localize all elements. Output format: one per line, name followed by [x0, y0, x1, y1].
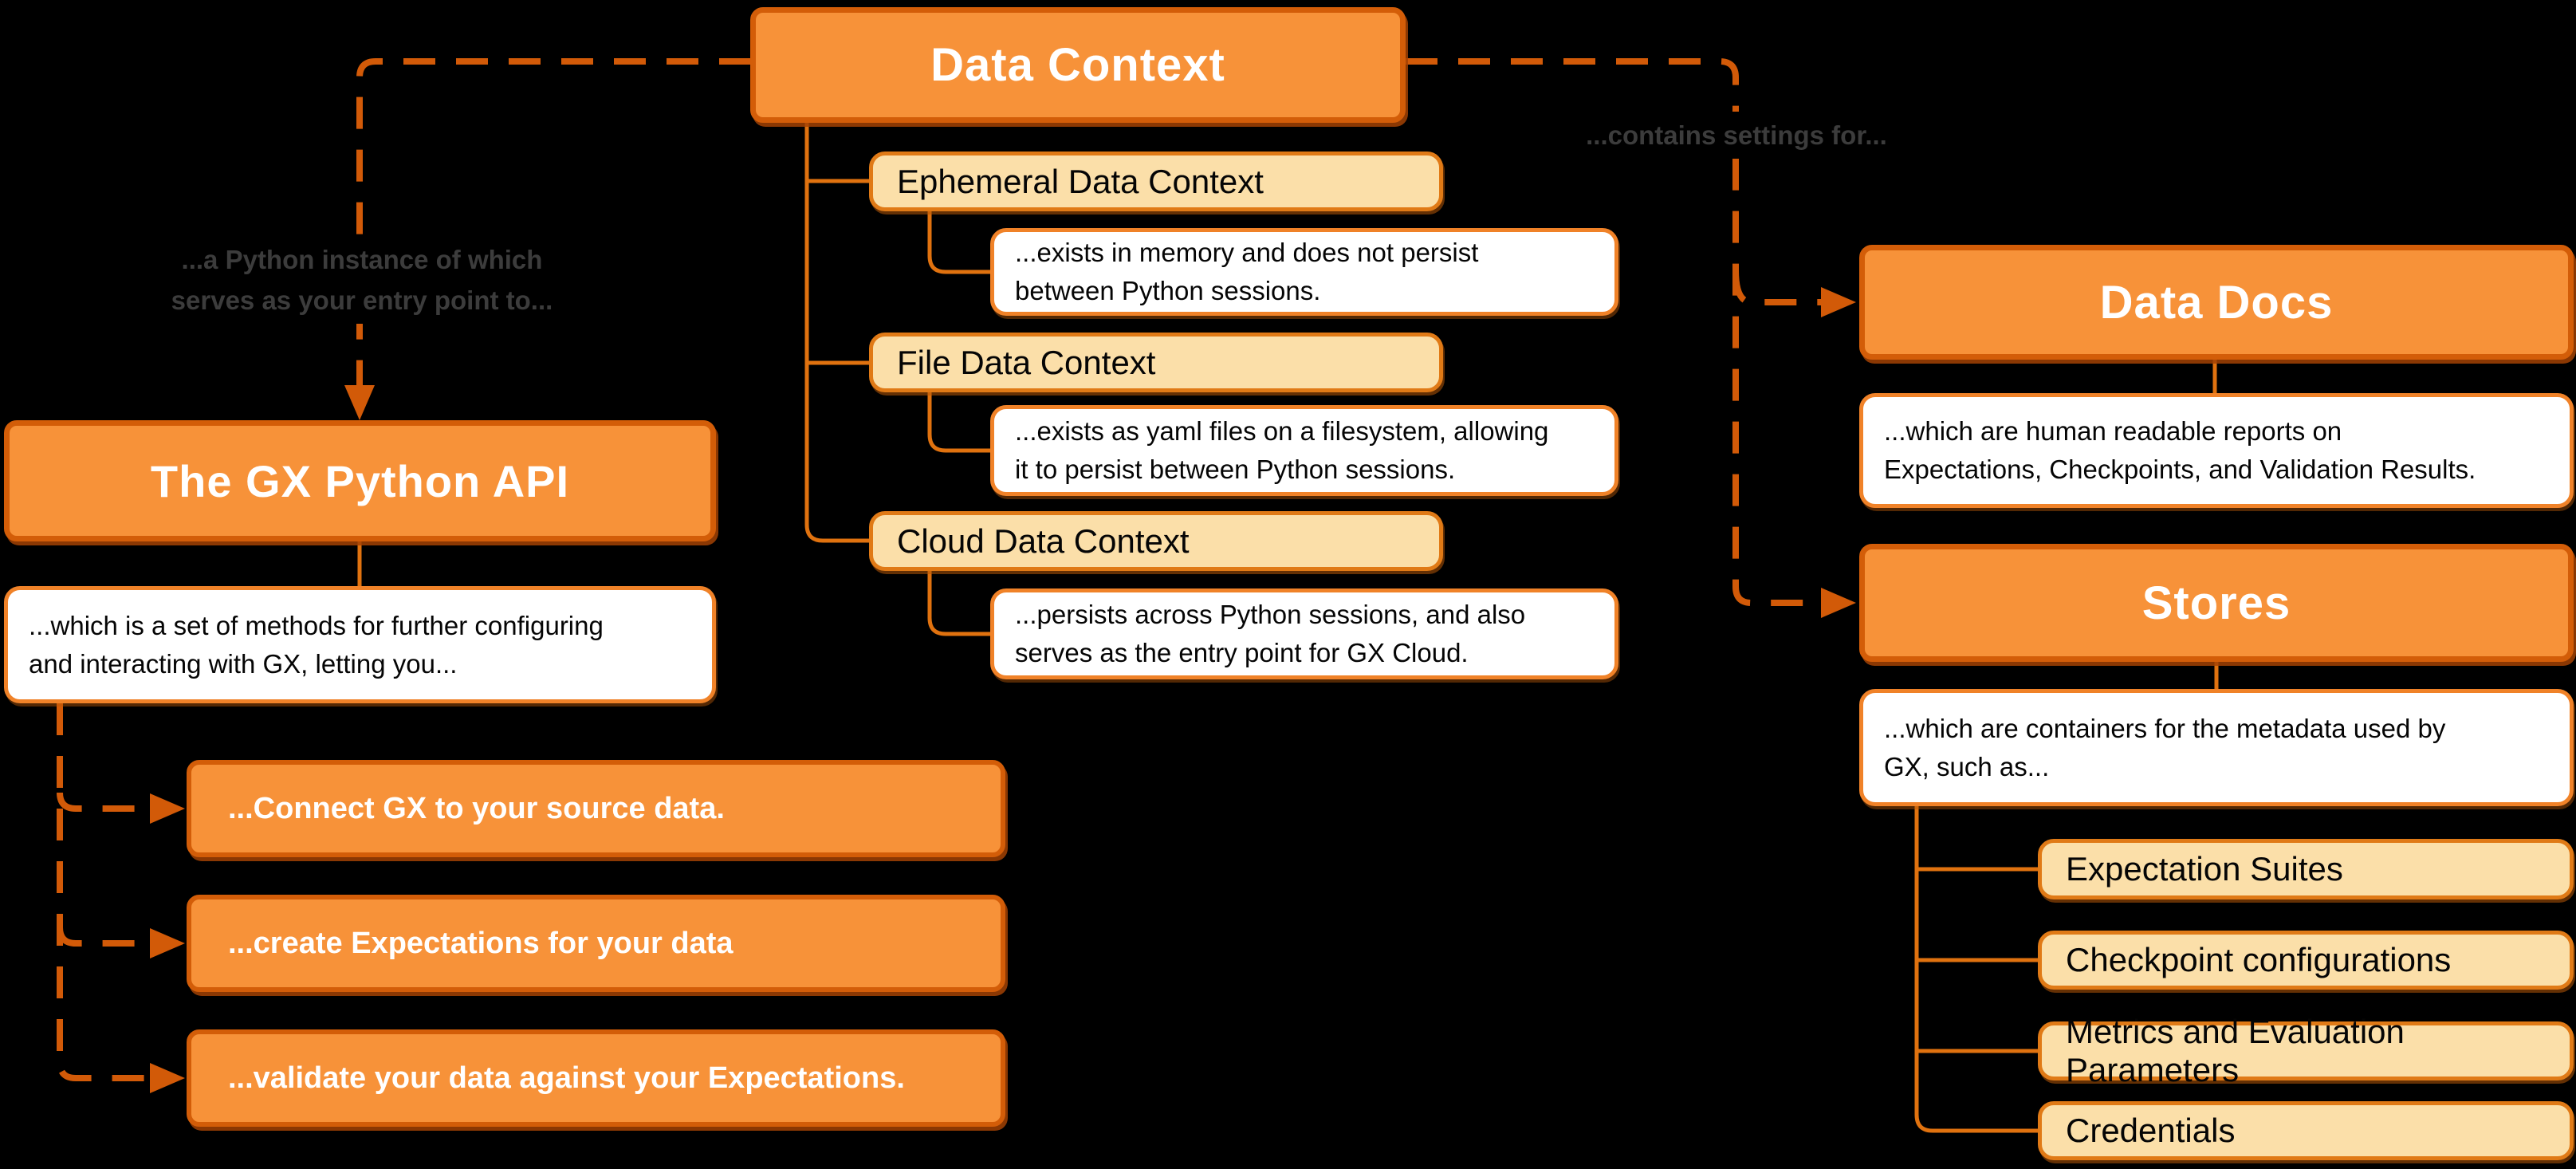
- gx-api-desc-text: ...which is a set of methods for further…: [29, 610, 604, 679]
- connector-file-desc: [927, 392, 990, 453]
- action-validate-label: ...validate your data against your Expec…: [228, 1061, 905, 1095]
- node-checkpoint-configurations: Checkpoint configurations: [2038, 931, 2574, 990]
- ephemeral-label: Ephemeral Data Context: [897, 162, 1264, 200]
- store-items-tree: [1914, 806, 2038, 1133]
- action-connect-label: ...Connect GX to your source data.: [228, 791, 725, 825]
- node-gx-python-api: The GX Python API: [4, 420, 716, 541]
- node-ephemeral-desc: ...exists in memory and does not persist…: [990, 228, 1618, 316]
- arrowhead-right-validate: [150, 1063, 185, 1093]
- node-action-connect: ...Connect GX to your source data.: [187, 760, 1005, 857]
- node-file-data-context: File Data Context: [869, 333, 1443, 392]
- node-expectation-suites: Expectation Suites: [2038, 839, 2574, 899]
- node-stores-desc: ...which are containers for the metadata…: [1859, 689, 2574, 806]
- gx-api-title: The GX Python API: [150, 455, 570, 506]
- file-desc-text: ...exists as yaml files on a filesystem,…: [1015, 416, 1549, 484]
- credentials-label: Credentials: [2066, 1112, 2236, 1149]
- stores-title: Stores: [2141, 577, 2291, 629]
- dashed-path-create: [57, 927, 148, 947]
- expectation-suites-label: Expectation Suites: [2066, 850, 2343, 888]
- metrics-evaluation-parameters-label: Metrics and Evaluation Parameters: [2066, 1013, 2405, 1088]
- edge-label-contains-settings: ...contains settings for...: [1553, 112, 1920, 159]
- data-docs-desc-text: ...which are human readable reports on E…: [1884, 416, 2476, 484]
- connector-trunk-context: [804, 123, 869, 543]
- cloud-desc-text: ...persists across Python sessions, and …: [1015, 600, 1526, 667]
- connector-trunk-stores: [1914, 806, 2038, 1133]
- node-cloud-data-context: Cloud Data Context: [869, 511, 1443, 571]
- file-label: File Data Context: [897, 343, 1156, 381]
- dashed-path-stores: [1406, 58, 1821, 606]
- node-ephemeral-data-context: Ephemeral Data Context: [869, 152, 1443, 211]
- checkpoint-configurations-label: Checkpoint configurations: [2066, 941, 2452, 978]
- node-credentials: Credentials: [2038, 1101, 2574, 1160]
- dashed-path-connect: [57, 792, 148, 812]
- ephemeral-desc-text: ...exists in memory and does not persist…: [1015, 238, 1479, 305]
- node-file-desc: ...exists as yaml files on a filesystem,…: [990, 405, 1618, 496]
- arrowhead-right-connect: [150, 793, 185, 824]
- connector-cloud-desc: [927, 571, 990, 636]
- data-docs-title: Data Docs: [2099, 276, 2334, 329]
- dashed-settings-connector: [1406, 58, 1856, 618]
- data-context-title: Data Context: [930, 39, 1225, 91]
- stores-desc-text: ...which are containers for the metadata…: [1884, 713, 2446, 781]
- action-create-label: ...create Expectations for your data: [228, 926, 733, 960]
- node-metrics-evaluation-parameters: Metrics and Evaluation Parameters: [2038, 1013, 2574, 1088]
- arrowhead-down-api: [344, 385, 375, 420]
- arrowhead-right-stores: [1821, 588, 1856, 618]
- dashed-path-validate: [57, 703, 148, 1081]
- dashed-api-connector: [344, 58, 751, 420]
- dashed-path-api: [356, 58, 751, 385]
- node-stores: Stores: [1859, 544, 2574, 662]
- node-gx-api-desc: ...which is a set of methods for further…: [4, 586, 716, 703]
- arrowhead-right-datadocs: [1821, 287, 1856, 317]
- node-data-context: Data Context: [750, 7, 1406, 123]
- node-action-validate: ...validate your data against your Expec…: [187, 1029, 1005, 1127]
- node-action-create: ...create Expectations for your data: [187, 895, 1005, 992]
- node-cloud-desc: ...persists across Python sessions, and …: [990, 588, 1618, 679]
- dashed-path-datadocs: [1732, 270, 1821, 305]
- dashed-actions-connector: [57, 703, 185, 1093]
- cloud-label: Cloud Data Context: [897, 522, 1190, 560]
- arrowhead-right-create: [150, 928, 185, 958]
- node-data-docs: Data Docs: [1859, 245, 2574, 360]
- edge-label-python-instance: ...a Python instance of which serves as …: [112, 236, 612, 325]
- node-data-docs-desc: ...which are human readable reports on E…: [1859, 393, 2574, 508]
- connector-ephemeral-desc: [927, 211, 990, 274]
- context-tree-connectors: [357, 123, 2219, 689]
